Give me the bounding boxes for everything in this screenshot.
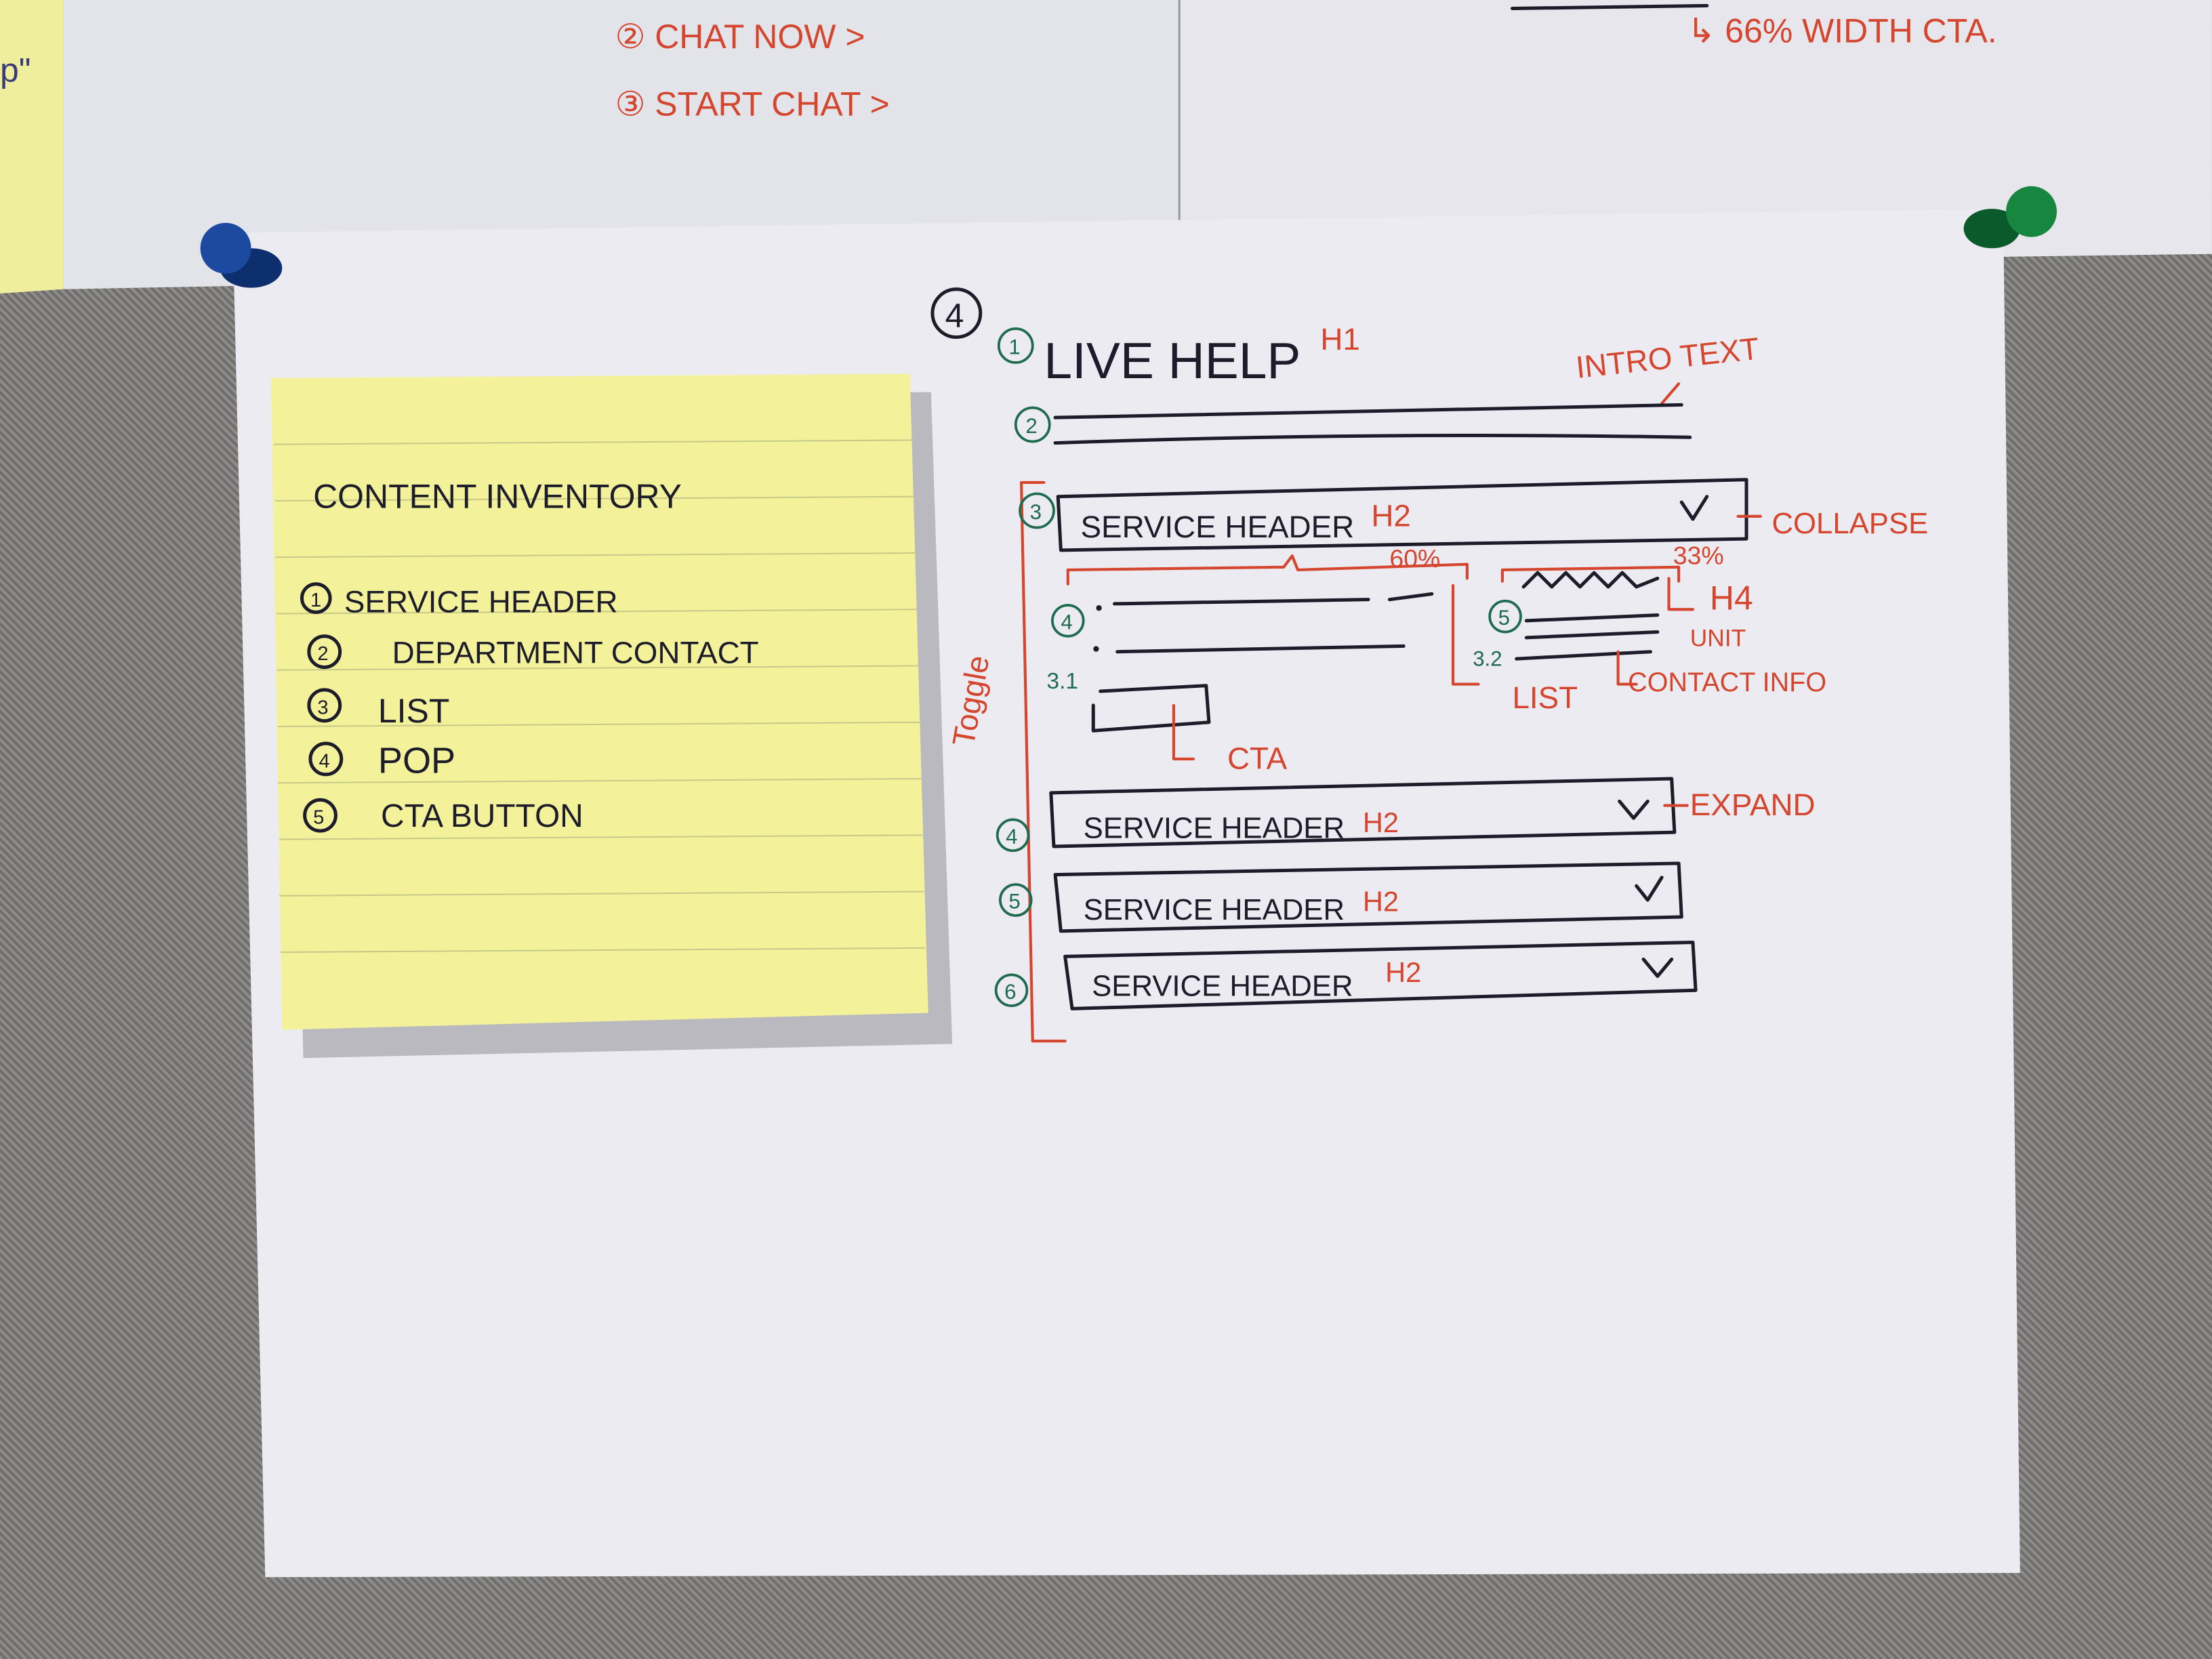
section-header-text: SERVICE HEADER xyxy=(1081,510,1355,544)
accordion-header-box[interactable] xyxy=(1063,941,1698,1010)
section-tag: H2 xyxy=(1385,956,1421,988)
top-right-paper xyxy=(1179,0,2212,268)
intro-line xyxy=(1053,434,1692,445)
accordion-header-box[interactable] xyxy=(1056,478,1748,552)
inventory-item-label: POP xyxy=(378,741,455,781)
top-cta-box-edge xyxy=(1510,3,1709,10)
list-line xyxy=(1115,644,1406,654)
section-marker: 4 xyxy=(1006,825,1017,848)
right-column-width: 33% xyxy=(1673,541,1724,570)
inventory-item-num: 4 xyxy=(319,750,329,772)
inventory-item-label: SERVICE HEADER xyxy=(344,584,618,619)
section-header-text: SERVICE HEADER xyxy=(1084,811,1345,844)
cta-button-box[interactable] xyxy=(1091,684,1211,733)
cta-label: CTA xyxy=(1227,741,1288,775)
left-column-width: 60% xyxy=(1389,544,1440,573)
list-label: LIST xyxy=(1512,680,1578,715)
inventory-item: 1 SERVICE HEADER xyxy=(300,582,618,619)
chevron-down-icon[interactable] xyxy=(1679,495,1709,521)
section-marker: 6 xyxy=(1004,980,1016,1004)
sketch-title: LIVE HELP xyxy=(1044,332,1300,389)
partial-sticky-note xyxy=(0,0,64,293)
inventory-item-label: LIST xyxy=(378,692,449,730)
contact-marker: 5 xyxy=(1498,606,1510,630)
right-column-width-marker xyxy=(1500,565,1681,583)
green-pushpin-icon xyxy=(1963,186,2057,249)
list-marker: 4 xyxy=(1061,610,1072,634)
inventory-item-num: 3 xyxy=(317,697,328,718)
section-marker: 3 xyxy=(1030,500,1042,524)
contact-label-info: CONTACT INFO xyxy=(1628,668,1826,697)
section-tag: H2 xyxy=(1363,806,1399,838)
inventory-item-label: CTA BUTTON xyxy=(381,798,583,834)
sticky-note-title: CONTENT INVENTORY xyxy=(313,477,682,515)
expand-note: EXPAND xyxy=(1690,787,1816,822)
section-marker: 5 xyxy=(1008,890,1020,914)
inventory-item-num: 1 xyxy=(310,590,321,611)
inventory-item-num: 5 xyxy=(313,807,324,829)
inventory-list: 1 SERVICE HEADER 2 DEPARTMENT CONTACT 3 … xyxy=(300,582,759,834)
sticky-fragment-text: p" xyxy=(0,52,31,89)
toggle-bracket xyxy=(1019,480,1067,1043)
section-header-text: SERVICE HEADER xyxy=(1084,893,1345,926)
list-line xyxy=(1112,592,1434,606)
inventory-item: 3 LIST xyxy=(307,688,449,730)
h4-label: H4 xyxy=(1710,579,1753,617)
inventory-item-label: DEPARTMENT CONTACT xyxy=(392,635,759,670)
chevron-down-icon[interactable] xyxy=(1641,957,1674,978)
start-chat-note: ③ START CHAT > xyxy=(615,85,890,123)
contact-sub-marker: 3.2 xyxy=(1473,647,1502,671)
title-tag: H1 xyxy=(1320,322,1360,356)
chevron-down-icon[interactable] xyxy=(1618,799,1650,820)
contact-lines xyxy=(1515,613,1660,661)
accordion-header-box[interactable] xyxy=(1053,861,1683,933)
chevron-down-icon[interactable] xyxy=(1635,876,1664,902)
top-left-paper xyxy=(63,0,1180,289)
collapse-note: COLLAPSE xyxy=(1771,507,1928,540)
intro-line xyxy=(1053,403,1683,419)
h4-squiggle xyxy=(1521,571,1660,589)
page-number: 4 xyxy=(945,297,964,335)
section-header-text: SERVICE HEADER xyxy=(1092,970,1353,1003)
service-section-expanded[interactable]: 3 SERVICE HEADER H2 COLLAPSE xyxy=(1019,478,1928,552)
left-column-width-marker xyxy=(1066,554,1469,586)
accordion-header-box[interactable] xyxy=(1049,777,1677,848)
chat-now-note: ② CHAT NOW > xyxy=(615,18,865,56)
list-sub-marker: 3.1 xyxy=(1047,669,1078,694)
inventory-item-num: 2 xyxy=(317,643,328,665)
service-section-collapsed[interactable]: 5 SERVICE HEADER H2 xyxy=(998,861,1683,933)
section-tag: H2 xyxy=(1371,498,1411,533)
intro-marker: 2 xyxy=(1025,414,1037,438)
inventory-item: 2 DEPARTMENT CONTACT xyxy=(307,634,759,670)
service-section-collapsed[interactable]: 4 SERVICE HEADER H2 EXPAND xyxy=(996,777,1816,853)
title-marker: 1 xyxy=(1008,335,1020,359)
service-section-collapsed[interactable]: 6 SERVICE HEADER H2 xyxy=(994,941,1698,1010)
contact-label-unit: UNIT xyxy=(1690,625,1746,651)
width-cta-note: ↳ 66% WIDTH CTA. xyxy=(1687,12,1997,49)
inventory-item: 5 CTA BUTTON xyxy=(303,798,583,834)
inventory-item: 4 POP xyxy=(308,741,455,781)
sticky-note xyxy=(270,373,953,1059)
blue-pushpin-icon xyxy=(200,222,283,288)
section-tag: H2 xyxy=(1363,886,1399,918)
